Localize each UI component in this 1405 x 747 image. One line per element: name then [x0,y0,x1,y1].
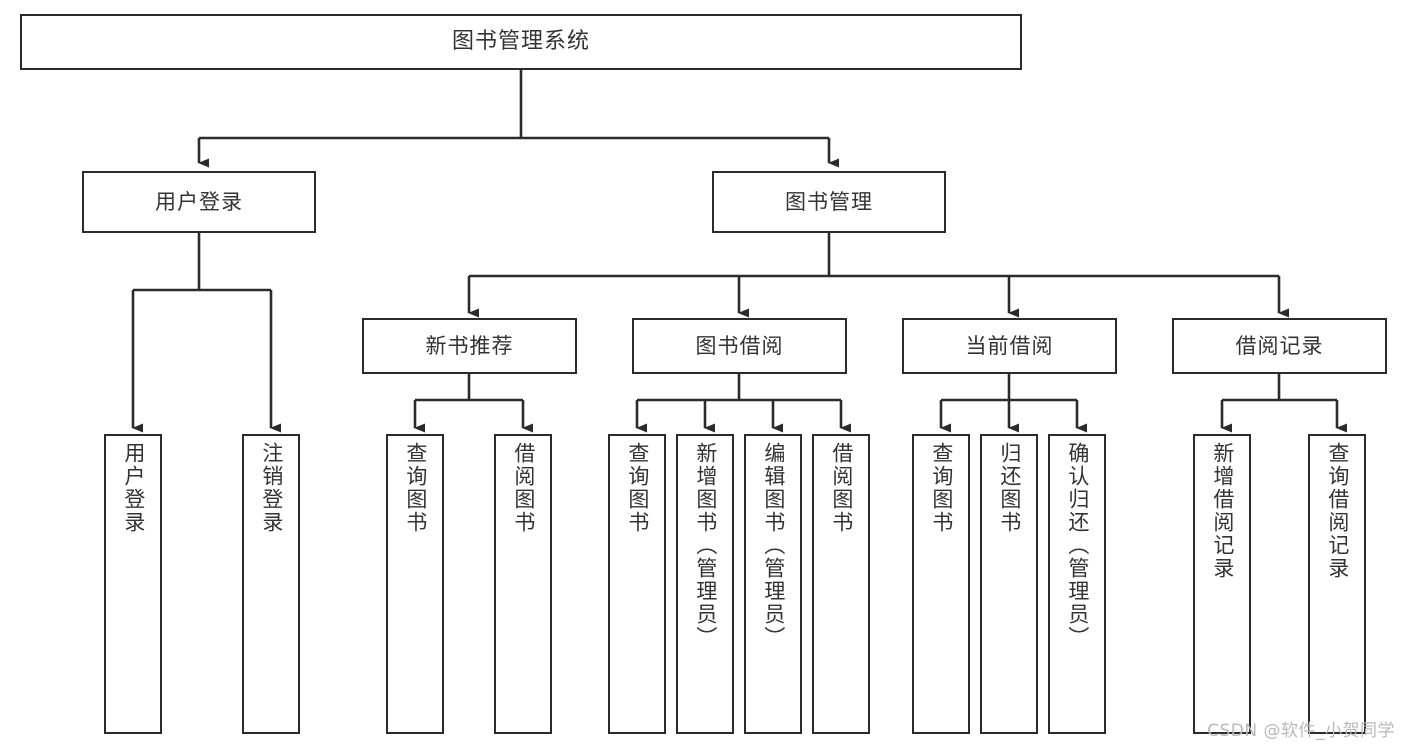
leaf-add-borrow-record[interactable]: 新增借阅记录 [1193,434,1251,734]
leaf-query-book-borrow[interactable]: 查询图书 [608,434,666,734]
node-book-manage[interactable]: 图书管理 [712,171,946,233]
node-label: 查询借阅记录 [1325,442,1350,580]
node-label: 图书管理 [785,189,873,214]
node-label: 确认归还（管理员） [1065,442,1090,649]
leaf-add-book-admin[interactable]: 新增图书（管理员） [676,434,734,734]
leaf-return-book[interactable]: 归还图书 [980,434,1038,734]
node-label: 借阅图书 [829,442,854,534]
node-label: 当前借阅 [965,333,1054,358]
leaf-confirm-return-admin[interactable]: 确认归还（管理员） [1048,434,1106,734]
node-label: 新增借阅记录 [1210,442,1235,580]
node-book-borrow[interactable]: 图书借阅 [632,318,847,374]
node-label: 借阅记录 [1235,333,1324,358]
node-label: 新增图书（管理员） [693,442,718,649]
node-label: 借阅图书 [511,442,536,534]
node-label: 编辑图书（管理员） [761,442,786,649]
node-current-borrow[interactable]: 当前借阅 [902,318,1117,374]
leaf-query-book-recommend[interactable]: 查询图书 [386,434,444,734]
node-label: 注销登录 [259,442,284,534]
node-label: 归还图书 [997,442,1022,534]
node-label: 用户登录 [121,442,146,534]
node-label: 用户登录 [155,189,243,214]
node-label: 查询图书 [403,442,428,534]
leaf-query-borrow-record[interactable]: 查询借阅记录 [1308,434,1366,734]
node-label: 图书管理系统 [451,29,590,54]
node-new-book-recommend[interactable]: 新书推荐 [362,318,577,374]
leaf-query-book-current[interactable]: 查询图书 [912,434,970,734]
node-label: 新书推荐 [425,333,514,358]
node-label: 查询图书 [625,442,650,534]
leaf-borrow-book[interactable]: 借阅图书 [812,434,870,734]
node-root-system[interactable]: 图书管理系统 [20,14,1022,70]
node-user-login[interactable]: 用户登录 [82,171,316,233]
leaf-logout-login[interactable]: 注销登录 [242,434,300,734]
node-label: 查询图书 [929,442,954,534]
leaf-user-login[interactable]: 用户登录 [104,434,162,734]
node-borrow-record[interactable]: 借阅记录 [1172,318,1387,374]
node-label: 图书借阅 [695,333,784,358]
leaf-edit-book-admin[interactable]: 编辑图书（管理员） [744,434,802,734]
leaf-borrow-book-recommend[interactable]: 借阅图书 [494,434,552,734]
